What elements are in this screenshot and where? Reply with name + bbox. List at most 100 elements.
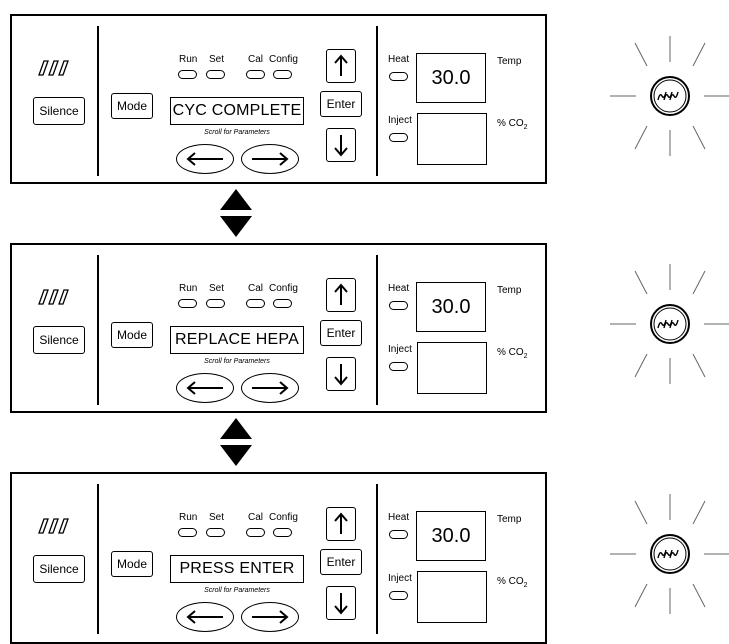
heat-led xyxy=(389,301,408,310)
inject-led xyxy=(389,133,408,142)
left-arrow-icon xyxy=(186,381,223,395)
double-arrow-icon xyxy=(218,416,254,473)
cal-indicator-label: Cal xyxy=(248,283,264,294)
alarm-logo-icon xyxy=(35,289,71,310)
scroll-right-button[interactable] xyxy=(241,144,299,174)
run-led xyxy=(178,70,197,79)
temp-display: 30.0 xyxy=(416,53,486,103)
config-led xyxy=(273,528,292,537)
mode-button[interactable]: Mode xyxy=(111,322,153,348)
flashing-alarm-icon xyxy=(610,494,729,619)
control-panel-3: Silence Mode Run Set Cal Config PRESS EN… xyxy=(10,472,547,644)
run-led xyxy=(178,528,197,537)
cal-indicator-label: Cal xyxy=(248,512,264,523)
double-arrow-icon xyxy=(218,187,254,244)
up-button[interactable] xyxy=(326,278,356,312)
up-button[interactable] xyxy=(326,49,356,83)
config-indicator-label: Config xyxy=(269,512,298,523)
alarm-logo-icon xyxy=(35,518,71,539)
down-arrow-icon xyxy=(334,135,348,157)
inject-label: Inject xyxy=(388,573,412,584)
co2-display xyxy=(417,342,487,394)
right-arrow-icon xyxy=(252,381,289,395)
right-arrow-icon xyxy=(252,610,289,624)
run-indicator-label: Run xyxy=(179,283,198,294)
divider xyxy=(97,26,99,176)
inject-led xyxy=(389,591,408,600)
config-indicator-label: Config xyxy=(269,283,298,294)
cal-led xyxy=(246,299,265,308)
scroll-right-button[interactable] xyxy=(241,373,299,403)
scroll-label: Scroll for Parameters xyxy=(204,587,270,594)
heat-label: Heat xyxy=(388,54,410,65)
config-led xyxy=(273,299,292,308)
temp-display: 30.0 xyxy=(416,511,486,561)
silence-button[interactable]: Silence xyxy=(33,97,85,125)
message-display: PRESS ENTER xyxy=(170,555,304,583)
control-panel-2: Silence Mode Run Set Cal Config REPLACE … xyxy=(10,243,547,413)
config-led xyxy=(273,70,292,79)
co2-label: % CO2 xyxy=(497,347,528,360)
set-indicator-label: Set xyxy=(209,283,225,294)
enter-button[interactable]: Enter xyxy=(320,549,362,575)
up-arrow-icon xyxy=(334,512,348,534)
run-indicator-label: Run xyxy=(179,512,198,523)
inject-label: Inject xyxy=(388,344,412,355)
temp-label: Temp xyxy=(497,514,522,525)
divider xyxy=(376,484,378,634)
temp-display: 30.0 xyxy=(416,282,486,332)
left-arrow-icon xyxy=(186,152,223,166)
silence-button[interactable]: Silence xyxy=(33,326,85,354)
heat-led xyxy=(389,530,408,539)
up-arrow-icon xyxy=(334,283,348,305)
inject-led xyxy=(389,362,408,371)
scroll-label: Scroll for Parameters xyxy=(204,129,270,136)
down-arrow-icon xyxy=(334,364,348,386)
control-panel-1: Silence Mode Run Set Cal Config CYC COMP… xyxy=(10,14,547,184)
co2-label: % CO2 xyxy=(497,576,528,589)
left-arrow-icon xyxy=(186,610,223,624)
divider xyxy=(97,484,99,634)
inject-label: Inject xyxy=(388,115,412,126)
run-led xyxy=(178,299,197,308)
set-led xyxy=(206,70,225,79)
divider xyxy=(376,26,378,176)
right-arrow-icon xyxy=(252,152,289,166)
set-led xyxy=(206,528,225,537)
up-button[interactable] xyxy=(326,507,356,541)
scroll-left-button[interactable] xyxy=(176,144,234,174)
temp-label: Temp xyxy=(497,56,522,67)
config-indicator-label: Config xyxy=(269,54,298,65)
set-indicator-label: Set xyxy=(209,54,225,65)
run-indicator-label: Run xyxy=(179,54,198,65)
heat-label: Heat xyxy=(388,283,410,294)
scroll-label: Scroll for Parameters xyxy=(204,358,270,365)
set-led xyxy=(206,299,225,308)
flashing-alarm-icon xyxy=(610,264,729,389)
down-button[interactable] xyxy=(326,357,356,391)
scroll-left-button[interactable] xyxy=(176,602,234,632)
divider xyxy=(376,255,378,405)
heat-label: Heat xyxy=(388,512,410,523)
up-arrow-icon xyxy=(334,54,348,76)
scroll-left-button[interactable] xyxy=(176,373,234,403)
down-button[interactable] xyxy=(326,586,356,620)
scroll-right-button[interactable] xyxy=(241,602,299,632)
co2-label: % CO2 xyxy=(497,118,528,131)
heat-led xyxy=(389,72,408,81)
silence-button[interactable]: Silence xyxy=(33,555,85,583)
co2-display xyxy=(417,113,487,165)
mode-button[interactable]: Mode xyxy=(111,551,153,577)
enter-button[interactable]: Enter xyxy=(320,320,362,346)
alarm-logo-icon xyxy=(35,60,71,81)
set-indicator-label: Set xyxy=(209,512,225,523)
flashing-alarm-icon xyxy=(610,36,729,161)
cal-led xyxy=(246,528,265,537)
divider xyxy=(97,255,99,405)
message-display: REPLACE HEPA xyxy=(170,326,304,354)
down-arrow-icon xyxy=(334,593,348,615)
enter-button[interactable]: Enter xyxy=(320,91,362,117)
temp-label: Temp xyxy=(497,285,522,296)
down-button[interactable] xyxy=(326,128,356,162)
mode-button[interactable]: Mode xyxy=(111,93,153,119)
